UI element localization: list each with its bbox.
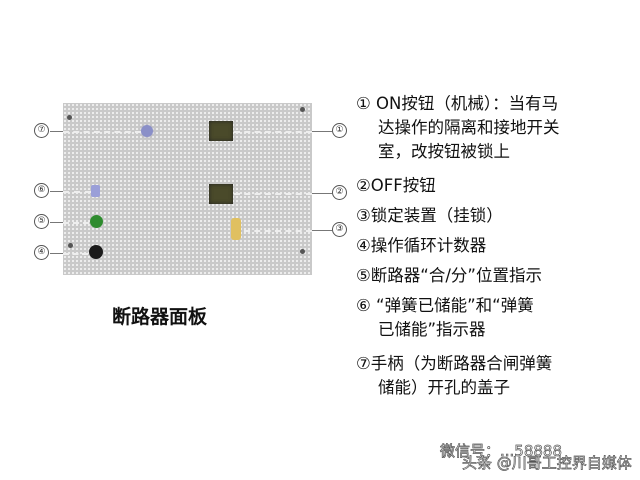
leader-line [63, 222, 89, 224]
leader-line [312, 131, 332, 132]
leader-line [63, 131, 141, 133]
item-number: ③ [356, 206, 371, 225]
item-text: 已储能”指示器 [378, 320, 486, 339]
callout-4: ④ [34, 245, 49, 260]
item-text: 室，改按钮被锁上 [378, 142, 510, 161]
legend-item-3: ③锁定装置（挂锁） [356, 204, 636, 228]
screw [67, 115, 72, 120]
leader-line [234, 131, 312, 133]
item-text: 手柄（为断路器合闸弹簧 [370, 354, 553, 373]
leader-line [50, 253, 63, 254]
callout-3: ③ [332, 222, 347, 237]
leader-line [50, 131, 63, 132]
item-number: ⑥ [356, 296, 371, 315]
legend-item-4: ④操作循环计数器 [356, 234, 636, 258]
legend-item-1: ① ON按钮（机械）：当有马达操作的隔离和接地开关室，改按钮被锁上 [356, 92, 636, 164]
leader-line [234, 193, 312, 195]
item-text: 断路器“合/分”位置指示 [370, 266, 542, 285]
item-text: “弹簧已储能”和“弹簧 [376, 296, 534, 315]
callout-5: ⑤ [34, 214, 49, 229]
item-number: ④ [356, 236, 371, 255]
item-number: ① [356, 94, 371, 113]
item-number: ⑦ [356, 354, 371, 373]
item-text: ON按钮（机械）：当有马 [376, 94, 559, 113]
callout-7: ⑦ [34, 123, 49, 138]
legend-item-5: ⑤断路器“合/分”位置指示 [356, 264, 636, 288]
leader-line [50, 222, 63, 223]
leader-line [50, 191, 63, 192]
screw [300, 249, 305, 254]
operation-counter-icon [89, 245, 103, 259]
callout-6: ⑥ [34, 183, 49, 198]
leader-line [312, 230, 332, 231]
breaker-panel [63, 103, 312, 275]
legend-item-6: ⑥ “弹簧已储能”和“弹簧已储能”指示器 [356, 294, 636, 342]
legend-list: ① ON按钮（机械）：当有马达操作的隔离和接地开关室，改按钮被锁上 ②OFF按钮… [356, 92, 636, 401]
callout-2: ② [332, 185, 347, 200]
leader-line [312, 193, 332, 194]
watermark: 微信号：...58888 [440, 442, 563, 461]
handle-cover-icon [141, 125, 153, 137]
item-number: ⑤ [356, 266, 371, 285]
item-text: 操作循环计数器 [370, 236, 487, 255]
screw [300, 107, 305, 112]
item-number: ② [356, 176, 371, 195]
off-button-icon [209, 184, 233, 204]
leader-line [244, 230, 312, 232]
on-button-icon [209, 121, 233, 141]
item-text: OFF按钮 [370, 176, 436, 195]
item-text: 达操作的隔离和接地开关 [378, 118, 560, 137]
spring-charged-indicator-icon [91, 185, 100, 197]
watermark: 头条 @川哥工控界自媒体 [462, 454, 632, 473]
legend-item-2: ②OFF按钮 [356, 174, 636, 198]
leader-line [63, 253, 88, 255]
screw [68, 243, 73, 248]
position-indicator-icon [90, 215, 103, 228]
leader-line [63, 191, 91, 193]
padlock-icon [231, 218, 241, 240]
legend-item-7: ⑦手柄（为断路器合闸弹簧储能）开孔的盖子 [356, 352, 636, 400]
item-text: 锁定装置（挂锁） [370, 206, 503, 225]
callout-1: ① [332, 123, 347, 138]
figure-caption: 断路器面板 [112, 306, 208, 328]
item-text: 储能）开孔的盖子 [378, 378, 510, 397]
